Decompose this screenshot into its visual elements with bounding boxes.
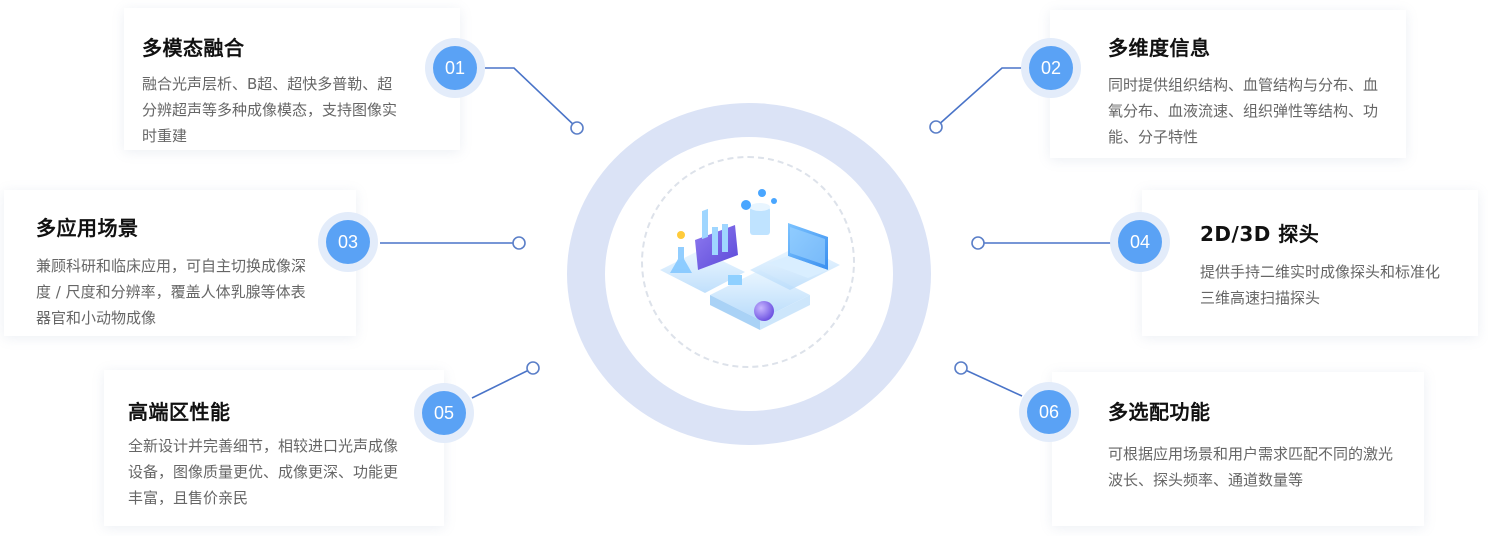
feature-badge-05: 05 [414,383,474,443]
feature-description: 全新设计并完善细节，相较进口光声成像设备，图像质量更优、成像更深、功能更丰富，且… [128,437,399,507]
feature-card-06: 多选配功能 可根据应用场景和用户需求匹配不同的激光波长、探头频率、通道数量等 [1052,372,1424,526]
feature-card-05: 高端区性能 全新设计并完善细节，相较进口光声成像设备，图像质量更优、成像更深、功… [104,370,444,526]
feature-title: 高端区性能 [128,400,231,424]
feature-description: 同时提供组织结构、血管结构与分布、血氧分布、血液流速、组织弹性等结构、功能、分子… [1108,76,1379,146]
feature-card-02: 多维度信息 同时提供组织结构、血管结构与分布、血氧分布、血液流速、组织弹性等结构… [1050,10,1406,158]
feature-number: 04 [1118,220,1162,264]
feature-title: 多模态融合 [142,36,245,60]
feature-description: 兼顾科研和临床应用，可自主切换成像深度 / 尺度和分辨率，覆盖人体乳腺等体表器官… [36,257,307,327]
feature-number: 03 [326,220,370,264]
feature-card-01: 多模态融合 融合光声层析、B超、超快多普勒、超分辨超声等多种成像模态，支持图像实… [124,8,460,150]
feature-title: 2D/3D 探头 [1200,222,1320,246]
feature-title: 多选配功能 [1108,400,1211,424]
lab-equipment-icon [660,189,840,330]
feature-number: 06 [1027,390,1071,434]
feature-badge-04: 04 [1110,212,1170,272]
feature-badge-01: 01 [425,38,485,98]
feature-card-04: 2D/3D 探头 提供手持二维实时成像探头和标准化三维高速扫描探头 [1142,190,1478,336]
feature-badge-03: 03 [318,212,378,272]
feature-title: 多维度信息 [1108,36,1211,60]
feature-title: 多应用场景 [36,216,139,240]
feature-badge-06: 06 [1019,382,1079,442]
feature-number: 01 [433,46,477,90]
feature-description: 可根据应用场景和用户需求匹配不同的激光波长、探头频率、通道数量等 [1108,445,1394,489]
feature-card-03: 多应用场景 兼顾科研和临床应用，可自主切换成像深度 / 尺度和分辨率，覆盖人体乳… [4,190,356,336]
feature-badge-02: 02 [1021,38,1081,98]
center-ring-dashed [641,156,855,368]
feature-number: 02 [1029,46,1073,90]
feature-description: 融合光声层析、B超、超快多普勒、超分辨超声等多种成像模态，支持图像实时重建 [142,75,398,145]
feature-number: 05 [422,391,466,435]
feature-description: 提供手持二维实时成像探头和标准化三维高速扫描探头 [1200,263,1441,307]
